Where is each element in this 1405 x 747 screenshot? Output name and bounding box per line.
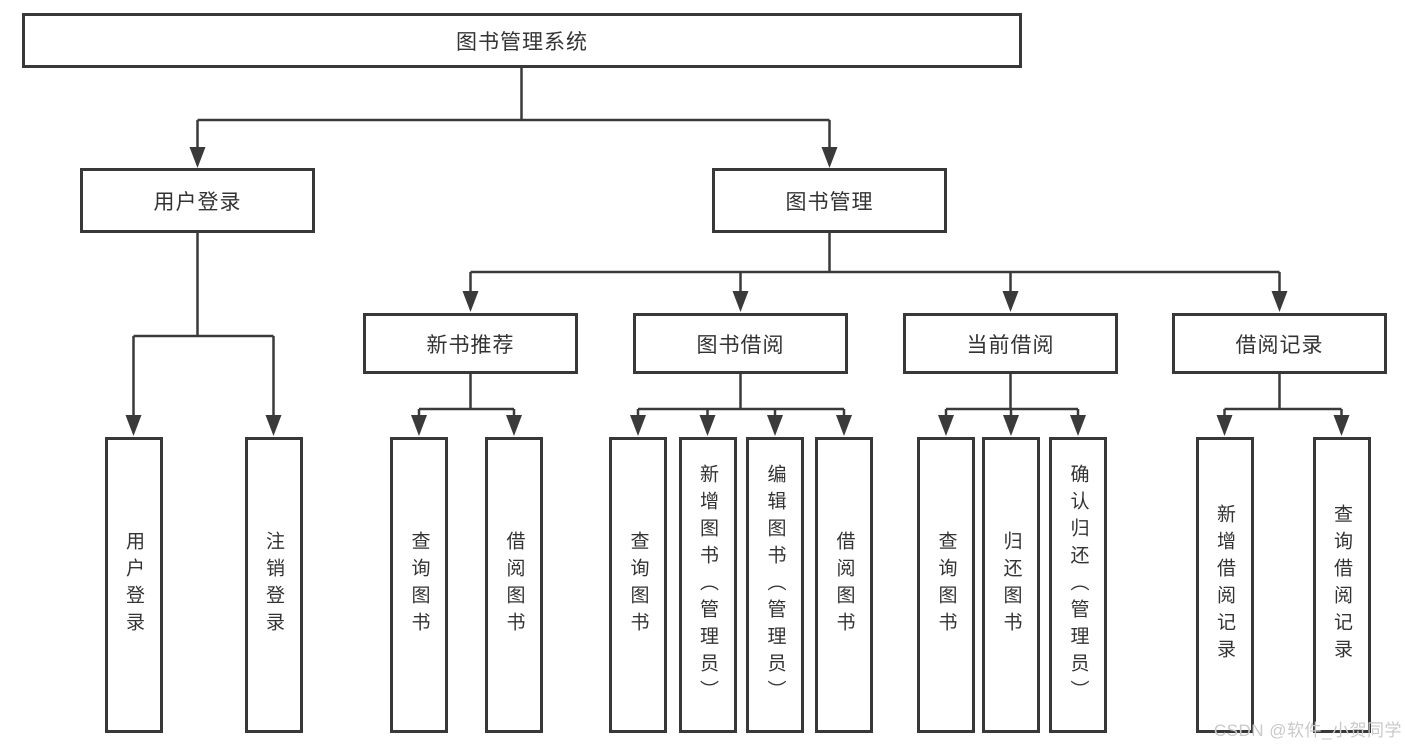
node-user-login-branch: 用户登录 — [80, 168, 315, 233]
leaf-query-borrow-record-label: 查询借阅记录 — [1331, 504, 1352, 666]
leaf-return-books: 归还图书 — [982, 437, 1040, 733]
node-book-borrow: 图书借阅 — [633, 313, 848, 374]
leaf-return-books-label: 归还图书 — [1000, 531, 1022, 639]
leaf-edit-books-admin: 编辑图书（管理员） — [746, 437, 804, 733]
connector-newbook-to-leaves — [411, 374, 522, 436]
leaf-add-books-admin: 新增图书（管理员） — [678, 437, 737, 733]
leaf-logout-label: 注销登录 — [263, 531, 284, 639]
leaf-query-books-current-label: 查询图书 — [935, 531, 957, 639]
leaf-borrow-books: 借阅图书 — [815, 437, 873, 733]
node-borrow-records: 借阅记录 — [1172, 313, 1387, 374]
leaf-add-borrow-record-label: 新增借阅记录 — [1214, 504, 1235, 666]
connector-records-to-leaves — [1216, 374, 1350, 436]
node-new-book-recommend: 新书推荐 — [363, 313, 578, 374]
leaf-query-borrow-record: 查询借阅记录 — [1312, 437, 1371, 733]
leaf-query-books-borrow: 查询图书 — [609, 437, 667, 733]
node-root-system: 图书管理系统 — [22, 13, 1022, 68]
connector-root-to-level2 — [189, 68, 838, 168]
csdn-watermark: CSDN @软件_小贺同学 — [1213, 721, 1402, 740]
leaf-add-borrow-record: 新增借阅记录 — [1195, 437, 1254, 733]
leaf-query-books-newbook: 查询图书 — [390, 437, 448, 733]
leaf-query-books-current: 查询图书 — [917, 437, 975, 733]
leaf-user-login-label: 用户登录 — [123, 531, 144, 639]
leaf-borrow-books-label: 借阅图书 — [833, 531, 855, 639]
connector-mgmt-to-groups — [462, 233, 1288, 312]
node-current-borrow: 当前借阅 — [903, 313, 1118, 374]
leaf-logout: 注销登录 — [244, 437, 303, 733]
leaf-edit-books-admin-label: 编辑图书（管理员） — [764, 463, 786, 707]
connector-login-to-leaves — [125, 233, 282, 436]
leaf-confirm-return-admin-label: 确认归还（管理员） — [1067, 463, 1089, 707]
leaf-borrow-books-newbook-label: 借阅图书 — [503, 531, 525, 639]
leaf-borrow-books-newbook: 借阅图书 — [485, 437, 543, 733]
node-book-management-branch: 图书管理 — [712, 168, 947, 233]
leaf-user-login: 用户登录 — [104, 437, 163, 733]
connector-borrow-to-leaves — [630, 374, 852, 436]
leaf-confirm-return-admin: 确认归还（管理员） — [1049, 437, 1107, 733]
connector-current-to-leaves — [938, 374, 1086, 436]
leaf-add-books-admin-label: 新增图书（管理员） — [697, 463, 718, 707]
leaf-query-books-borrow-label: 查询图书 — [627, 531, 649, 639]
leaf-query-books-newbook-label: 查询图书 — [408, 531, 430, 639]
